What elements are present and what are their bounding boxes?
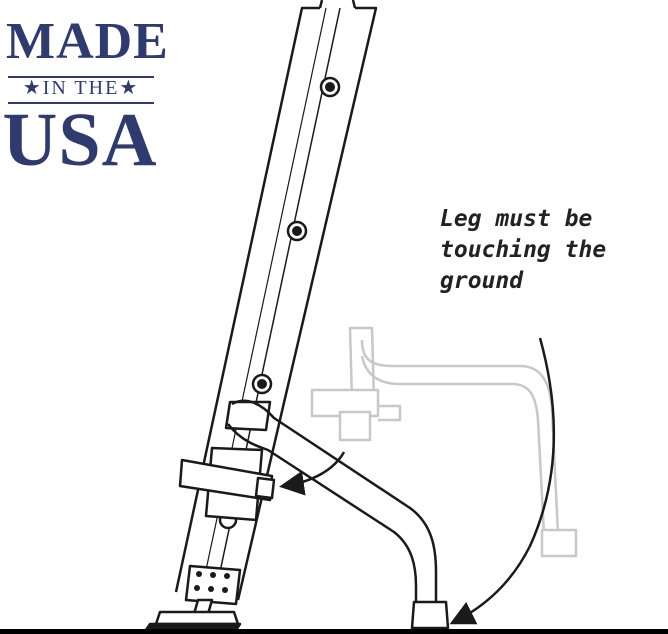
callout-line-2: touching the xyxy=(440,237,607,263)
star-icon: ★ xyxy=(22,77,43,99)
badge-in-the-text: IN THE xyxy=(42,77,120,99)
badge-in-the-line: ★IN THE★ xyxy=(0,76,162,100)
star-icon: ★ xyxy=(119,77,140,99)
callout-note: Leg must be touching the ground xyxy=(440,204,662,297)
badge-usa-text: USA xyxy=(2,98,158,182)
badge-rule-bottom xyxy=(8,102,154,104)
badge-rule-top xyxy=(8,76,154,78)
leg-mount-bracket xyxy=(178,400,276,522)
ground-line xyxy=(0,629,668,634)
badge-made-text: MADE xyxy=(6,13,169,70)
leveling-leg xyxy=(227,399,450,630)
arrow-leg-swing-icon xyxy=(279,451,346,496)
ladder-foot xyxy=(144,564,242,632)
callout-line-1: Leg must be xyxy=(440,206,593,232)
callout-line-3: ground xyxy=(440,268,524,294)
leg-ghost-position xyxy=(310,326,578,558)
arrow-to-ground-icon xyxy=(449,337,556,625)
